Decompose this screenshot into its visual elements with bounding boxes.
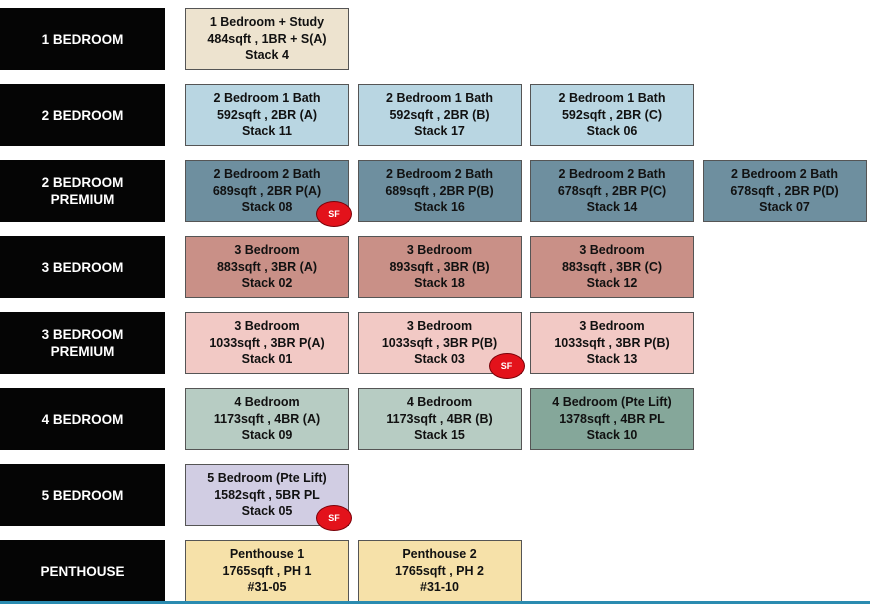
unit-name: 3 Bedroom: [234, 243, 300, 258]
unit-name: 2 Bedroom 2 Bath: [558, 167, 666, 182]
unit-size: 883sqft , 3BR (C): [561, 259, 663, 274]
unit-card: 5 Bedroom (Pte Lift)1582sqft , 5BR PL Sta…: [185, 464, 349, 526]
unit-stack: Stack 17: [414, 124, 465, 139]
unit-size: 1765sqft , PH 1: [222, 563, 312, 578]
unit-stack: Stack 14: [586, 200, 638, 215]
unit-name: 3 Bedroom: [579, 243, 645, 258]
unit-stack: Stack 11: [241, 124, 293, 139]
unit-name: 1 Bedroom + Study: [209, 15, 325, 30]
unit-name: 3 Bedroom: [579, 319, 645, 334]
category-label: 2 BEDROOM PREMIUM: [0, 160, 165, 222]
unit-name: Penthouse 1: [229, 547, 305, 562]
unit-name: 4 Bedroom: [406, 395, 473, 410]
sf-badge: SF: [316, 505, 352, 531]
unit-size: 592sqft , 2BR (B): [389, 107, 490, 122]
sf-badge: SF: [488, 353, 525, 379]
unit-stack: Stack 03: [414, 352, 465, 367]
category-label: 5 BEDROOM: [0, 464, 165, 526]
unit-size: 1378sqft , 4BR PL: [559, 411, 665, 426]
unit-stack: Stack 16: [414, 200, 465, 215]
unit-size: 484sqft , 1BR + S(A): [207, 31, 327, 46]
unit-size: 1582sqft , 5BR PL: [214, 487, 320, 502]
unit-size: 893sqft , 3BR (B): [389, 259, 490, 274]
unit-stack: Stack 05: [241, 504, 293, 519]
unit-size: 689sqft , 2BR P(A): [212, 183, 322, 198]
unit-name: 3 Bedroom: [406, 319, 473, 334]
category-label: PENTHOUSE: [0, 540, 165, 602]
unit-size: 1033sqft , 3BR P(A): [209, 335, 325, 350]
unit-stack: Stack 15: [414, 428, 465, 443]
unit-name: 4 Bedroom (Pte Lift): [552, 395, 672, 410]
unit-size: 883sqft , 3BR (A): [216, 259, 318, 274]
unit-stack: Stack 10: [586, 428, 638, 443]
unit-stack: Stack 01: [241, 352, 293, 367]
category-label: 3 BEDROOM PREMIUM: [0, 312, 165, 374]
category-label: 1 BEDROOM: [0, 8, 165, 70]
unit-size: 1033sqft , 3BR P(B): [554, 335, 670, 350]
bottom-divider: [0, 601, 870, 604]
unit-name: 2 Bedroom 2 Bath: [731, 167, 838, 182]
unit-size: 1173sqft , 4BR (B): [386, 411, 493, 426]
unit-card: 4 Bedroom (Pte Lift)1378sqft , 4BR PL Sta…: [530, 388, 694, 450]
unit-stack: #31-10: [420, 580, 459, 595]
unit-size: 592sqft , 2BR (C): [561, 107, 663, 122]
unit-name: 2 Bedroom 1 Bath: [558, 91, 666, 106]
unit-name: 3 Bedroom: [234, 319, 300, 334]
unit-stack: Stack 09: [241, 428, 293, 443]
unit-name: Penthouse 2: [402, 547, 477, 562]
unit-stack: Stack 18: [414, 276, 465, 291]
unit-name: 5 Bedroom (Pte Lift): [207, 471, 327, 486]
unit-stack: Stack 4: [245, 48, 289, 63]
unit-size: 1765sqft , PH 2: [395, 563, 484, 578]
unit-stack: Stack 07: [759, 200, 810, 215]
unit-stack: Stack 13: [586, 352, 638, 367]
unit-stack: Stack 08: [241, 200, 293, 215]
unit-name: 2 Bedroom 2 Bath: [213, 167, 321, 182]
unit-stack: Stack 12: [586, 276, 638, 291]
unit-name: 2 Bedroom 2 Bath: [386, 167, 493, 182]
unit-size: 678sqft , 2BR P(C): [557, 183, 667, 198]
category-label: 3 BEDROOM: [0, 236, 165, 298]
unit-name: 4 Bedroom: [234, 395, 300, 410]
unit-size: 689sqft , 2BR P(B): [385, 183, 494, 198]
unit-size: 1173sqft , 4BR (A): [213, 411, 321, 426]
category-label: 4 BEDROOM: [0, 388, 165, 450]
unit-stack: #31-05: [247, 580, 287, 595]
unit-name: 2 Bedroom 1 Bath: [213, 91, 321, 106]
unit-size: 678sqft , 2BR P(D): [730, 183, 839, 198]
unit-size: 1033sqft , 3BR P(B): [381, 335, 498, 350]
unit-stack: Stack 06: [586, 124, 638, 139]
unit-stack: Stack 02: [241, 276, 293, 291]
unit-size: 592sqft , 2BR (A): [216, 107, 318, 122]
sf-badge: SF: [316, 201, 352, 227]
unit-name: 3 Bedroom: [406, 243, 473, 258]
category-label: 2 BEDROOM: [0, 84, 165, 146]
unit-name: 2 Bedroom 1 Bath: [386, 91, 493, 106]
